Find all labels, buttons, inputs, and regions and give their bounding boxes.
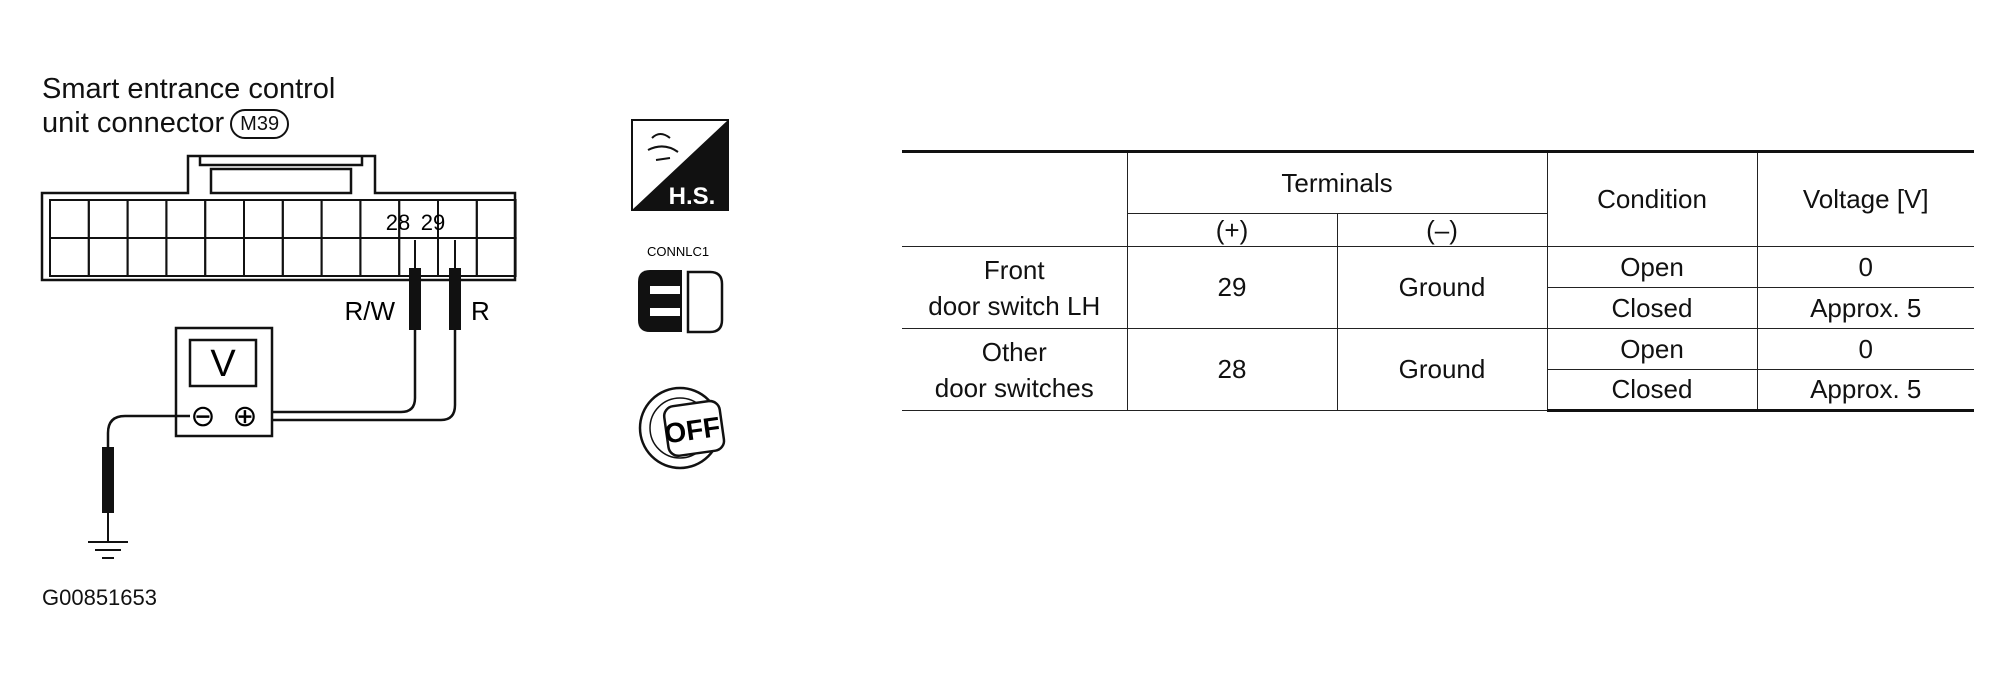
connector-icon-label: CONNLC1	[647, 244, 709, 259]
harness-side-label: H.S.	[669, 183, 716, 210]
connector-cavity	[204, 237, 245, 277]
header-blank-cell	[902, 150, 1128, 247]
row-minus-terminal: Ground	[1336, 246, 1548, 329]
ignition-off-label: OFF	[662, 411, 722, 449]
header-minus-terminal: (–)	[1336, 213, 1547, 247]
connector-cavity	[359, 237, 401, 277]
minus-terminal-icon: ⊖	[190, 400, 215, 433]
header-condition: Condition	[1546, 150, 1758, 247]
ground-icon	[88, 541, 128, 559]
connector-title-line2: unit connector	[42, 107, 225, 139]
connector-cavity	[243, 237, 284, 277]
row-plus-terminal: 29	[1126, 246, 1338, 329]
plus-terminal-icon: ⊕	[232, 400, 257, 433]
row-name-line1: Front	[983, 254, 1045, 285]
procedure-icons: H.S. CONNLC1 OFF	[631, 119, 729, 470]
lead-plus-return	[254, 330, 457, 422]
harness-side-icon: H.S.	[631, 119, 729, 211]
row-name-cell: Front door switch LH	[902, 246, 1128, 329]
table-row: Closed Approx. 5	[902, 369, 1974, 412]
connector-cavity-grid	[49, 199, 517, 277]
connector-cavity	[87, 199, 129, 239]
header-plus-terminal: (+)	[1127, 213, 1338, 247]
probe-r	[449, 240, 461, 330]
connector-cavity	[320, 237, 362, 277]
connector-id-badge: M39	[230, 109, 290, 139]
table-row: Closed Approx. 5	[902, 287, 1974, 329]
row-voltage: Approx. 5	[1756, 369, 1974, 412]
ignition-off-key-icon: OFF	[638, 386, 726, 470]
lead-plus	[254, 330, 417, 414]
table-row: Other door switches 28 Ground Open 0	[902, 328, 1974, 411]
row-voltage: 0	[1756, 246, 1974, 288]
voltmeter: V ⊖ ⊕	[174, 326, 274, 438]
table-header-row: Terminals Condition Voltage [V]	[902, 150, 1974, 247]
row-condition: Closed	[1547, 287, 1758, 329]
voltmeter-symbol: V	[210, 343, 236, 385]
figure-id: G00851653	[42, 585, 157, 610]
row-minus-terminal: Ground	[1336, 328, 1548, 411]
row-name-line2: door switches	[934, 372, 1094, 403]
row-name-line1: Other	[981, 336, 1047, 367]
connector-cavity	[87, 237, 129, 277]
connector-cavity	[475, 199, 517, 239]
connector-cavity	[281, 199, 323, 239]
row-voltage: Approx. 5	[1756, 287, 1974, 329]
connector-disconnect-icon: CONNLC1	[638, 244, 724, 334]
connector-cavity	[126, 199, 168, 239]
row-condition: Closed	[1547, 369, 1758, 412]
lead-minus	[106, 414, 190, 455]
connector-cavity	[49, 199, 90, 239]
header-terminals: Terminals	[1126, 150, 1548, 214]
row-name-cell: Other door switches	[902, 328, 1128, 411]
pin-28-label: 28	[386, 210, 410, 235]
wire-label-r: R	[471, 296, 490, 326]
connector-cavity	[204, 199, 245, 239]
connector-cavity	[320, 199, 362, 239]
row-name-line2: door switch LH	[928, 290, 1101, 321]
connector-cavity	[165, 199, 207, 239]
connector-cavity	[475, 237, 517, 277]
connector-cavity	[126, 237, 168, 277]
connector-cavity	[49, 237, 90, 277]
table-subheader-row: (+) (–)	[902, 213, 1974, 247]
connector-cavity	[281, 237, 323, 277]
connector-housing	[40, 154, 517, 282]
connector-title-line1: Smart entrance control	[42, 73, 336, 105]
row-voltage: 0	[1756, 328, 1974, 370]
connector-cavity	[165, 237, 207, 277]
ground-probe	[102, 447, 114, 542]
row-condition: Open	[1546, 328, 1758, 370]
connector-diagram: 28 29 R/W R V ⊖ ⊕	[40, 154, 517, 559]
header-voltage: Voltage [V]	[1756, 150, 1974, 247]
wire-label-rw: R/W	[344, 296, 395, 326]
row-condition: Open	[1546, 246, 1758, 288]
row-plus-terminal: 28	[1126, 328, 1338, 411]
probe-rw	[409, 240, 421, 330]
voltage-check-table: Terminals Condition Voltage [V] (+) (–) …	[902, 150, 1974, 412]
connector-cavity	[243, 199, 284, 239]
pin-29-label: 29	[421, 210, 445, 235]
table-row: Front door switch LH 29 Ground Open 0	[902, 246, 1974, 329]
